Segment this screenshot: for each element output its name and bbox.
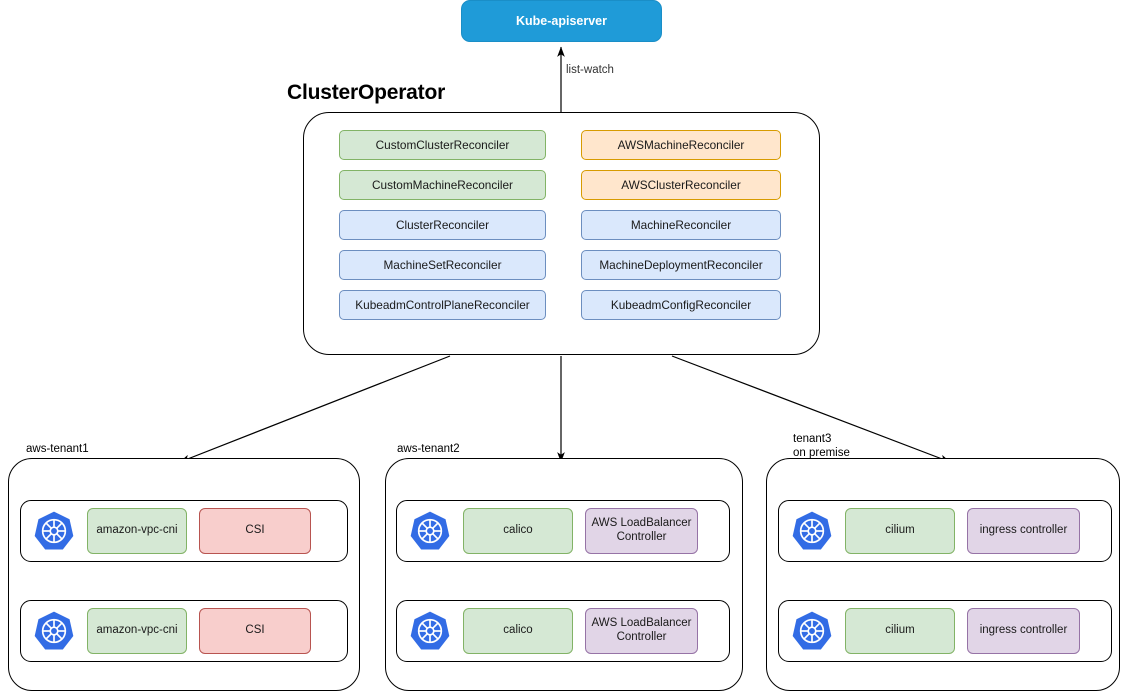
tenant-label-tenant3: tenant3 on premise: [793, 433, 850, 460]
addon-list: calico AWS LoadBalancer Controller: [463, 608, 698, 654]
kube-apiserver-label: Kube-apiserver: [515, 14, 607, 28]
addon-list: cilium ingress controller: [845, 508, 1080, 554]
addon-aws-loadbalancer-controller[interactable]: AWS LoadBalancer Controller: [585, 608, 698, 654]
reconciler-custom-machine[interactable]: CustomMachineReconciler: [339, 170, 546, 200]
cluster-row[interactable]: amazon-vpc-cni CSI: [20, 600, 348, 662]
addon-aws-loadbalancer-controller[interactable]: AWS LoadBalancer Controller: [585, 508, 698, 554]
addon-ingress-controller[interactable]: ingress controller: [967, 608, 1080, 654]
addon-list: amazon-vpc-cni CSI: [87, 608, 311, 654]
kubernetes-logo-icon: [34, 511, 74, 550]
addon-list: cilium ingress controller: [845, 608, 1080, 654]
reconciler-machine-set[interactable]: MachineSetReconciler: [339, 250, 546, 280]
addon-list: calico AWS LoadBalancer Controller: [463, 508, 698, 554]
cluster-row[interactable]: calico AWS LoadBalancer Controller: [396, 600, 730, 662]
reconciler-aws-machine[interactable]: AWSMachineReconciler: [581, 130, 781, 160]
addon-csi[interactable]: CSI: [199, 508, 311, 554]
addon-cilium[interactable]: cilium: [845, 508, 955, 554]
reconciler-machine-deployment[interactable]: MachineDeploymentReconciler: [581, 250, 781, 280]
kubernetes-logo-icon: [792, 511, 832, 550]
reconciler-kubeadm-config[interactable]: KubeadmConfigReconciler: [581, 290, 781, 320]
reconciler-custom-cluster[interactable]: CustomClusterReconciler: [339, 130, 546, 160]
cluster-operator-title: ClusterOperator: [287, 81, 446, 104]
addon-ingress-controller[interactable]: ingress controller: [967, 508, 1080, 554]
reconciler-machine[interactable]: MachineReconciler: [581, 210, 781, 240]
tenant-label-aws-tenant2: aws-tenant2: [397, 443, 460, 455]
addon-list: amazon-vpc-cni CSI: [87, 508, 311, 554]
addon-csi[interactable]: CSI: [199, 608, 311, 654]
cluster-row[interactable]: cilium ingress controller: [778, 500, 1112, 562]
reconciler-kubeadm-control-plane[interactable]: KubeadmControlPlaneReconciler: [339, 290, 546, 320]
reconciler-cluster[interactable]: ClusterReconciler: [339, 210, 546, 240]
cluster-row[interactable]: cilium ingress controller: [778, 600, 1112, 662]
reconciler-aws-cluster[interactable]: AWSClusterReconciler: [581, 170, 781, 200]
tenant-label-aws-tenant1: aws-tenant1: [26, 443, 89, 455]
addon-amazon-vpc-cni[interactable]: amazon-vpc-cni: [87, 608, 187, 654]
kubernetes-logo-icon: [34, 611, 74, 650]
addon-calico[interactable]: calico: [463, 608, 573, 654]
cluster-row[interactable]: amazon-vpc-cni CSI: [20, 500, 348, 562]
kubernetes-logo-icon: [792, 611, 832, 650]
kube-apiserver-node[interactable]: Kube-apiserver: [461, 0, 662, 42]
kubernetes-logo-icon: [410, 511, 450, 550]
addon-calico[interactable]: calico: [463, 508, 573, 554]
kubernetes-logo-icon: [410, 611, 450, 650]
edge-label-list-watch: list-watch: [566, 64, 614, 76]
addon-amazon-vpc-cni[interactable]: amazon-vpc-cni: [87, 508, 187, 554]
addon-cilium[interactable]: cilium: [845, 608, 955, 654]
cluster-row[interactable]: calico AWS LoadBalancer Controller: [396, 500, 730, 562]
